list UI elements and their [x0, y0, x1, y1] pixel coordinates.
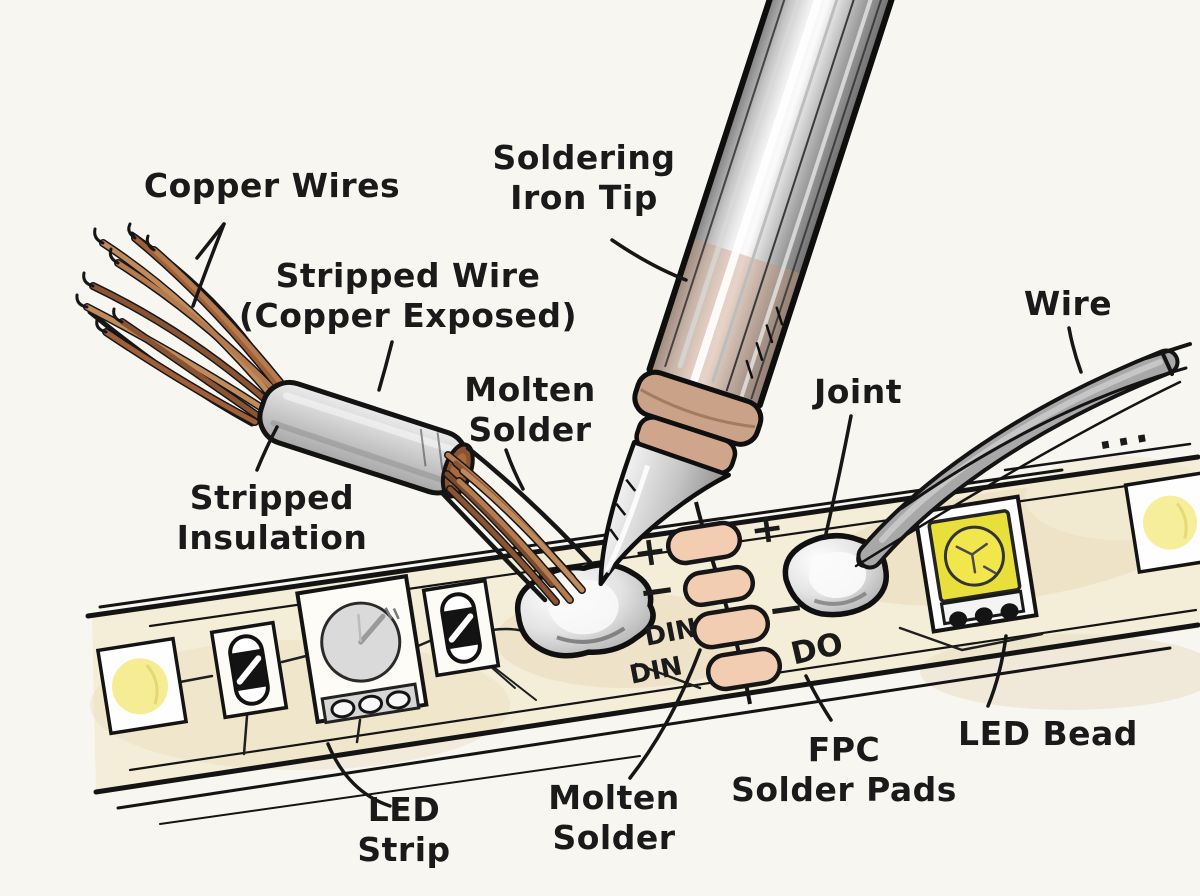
label-line: (Copper Exposed): [238, 295, 578, 335]
leader-led-bead: [986, 634, 1008, 708]
label-line: Molten: [464, 370, 596, 409]
label-fpc-solder-pads: FPC Solder Pads: [731, 730, 957, 809]
fpc-solder-pads: [665, 501, 783, 705]
label-line: Insulation: [176, 517, 368, 557]
insulated-wire-right: [854, 342, 1192, 570]
leader-stripped-wire: [377, 340, 394, 392]
label-line: Stripped Wire: [275, 256, 541, 295]
label-soldering-iron-tip: Soldering Iron Tip: [493, 138, 676, 217]
label-line: Stripped: [189, 478, 355, 517]
label-molten-solder-top: Molten Solder: [464, 370, 595, 449]
marking-minus-right: −: [764, 581, 808, 637]
label-stripped-wire: Stripped Wire (Copper Exposed): [239, 256, 577, 335]
solder-pad: [665, 520, 743, 566]
label-line: Solder: [552, 817, 676, 857]
leader-joint: [823, 414, 853, 540]
resistor: [209, 620, 289, 720]
label-copper-wires: Copper Wires: [144, 166, 400, 206]
label-molten-solder-bottom: Molten Solder: [548, 778, 679, 857]
resistor: [421, 578, 501, 678]
label-line: Strip: [357, 829, 451, 869]
label-stripped-insulation: Stripped Insulation: [177, 478, 368, 557]
label-line: Solder: [468, 409, 592, 449]
soldering-iron: [598, 0, 907, 587]
label-line: Molten: [548, 778, 680, 817]
led-glow-left: [95, 636, 189, 736]
leader-wire: [1067, 326, 1083, 374]
leader-copper-wires-arrow: [195, 222, 226, 260]
label-led-bead: LED Bead: [958, 714, 1138, 754]
label-led-strip: LED Strip: [357, 790, 450, 869]
copper-wire-frayed: [75, 222, 284, 427]
label-line: Copper Wires: [143, 166, 401, 205]
leader-fpc-solder-pads: [804, 674, 833, 722]
solder-pad: [705, 646, 783, 692]
led-glow-right: [1123, 469, 1200, 575]
solder-pad: [691, 604, 771, 650]
leader-molten-solder-bottom: [628, 648, 702, 780]
label-wire: Wire: [1024, 284, 1112, 324]
leader-stripped-insulation: [255, 425, 279, 472]
marking-minus-left: −: [635, 563, 679, 619]
leader-soldering-iron-tip: [610, 238, 688, 282]
marking-plus-right: +: [747, 503, 787, 555]
label-line: Iron Tip: [510, 177, 658, 217]
led-chip-large: [295, 573, 429, 725]
label-joint: Joint: [814, 372, 902, 412]
label-line: Joint: [813, 372, 903, 411]
copper-wire-to-joint: [440, 445, 593, 606]
iron-tip-cone: [598, 440, 731, 587]
label-line: LED Bead: [958, 714, 1138, 753]
label-line: Wire: [1023, 284, 1113, 323]
led-bead: [912, 494, 1039, 634]
label-line: Solder Pads: [731, 769, 957, 809]
leader-lines: [191, 222, 1083, 808]
label-line: FPC: [807, 730, 881, 769]
leader-led-strip: [326, 742, 392, 808]
leader-molten-solder-top: [504, 448, 525, 491]
leader-copper-wires: [191, 222, 226, 308]
label-line: LED: [367, 790, 441, 829]
solder-pad: [682, 564, 756, 608]
label-line: Soldering: [492, 138, 676, 177]
